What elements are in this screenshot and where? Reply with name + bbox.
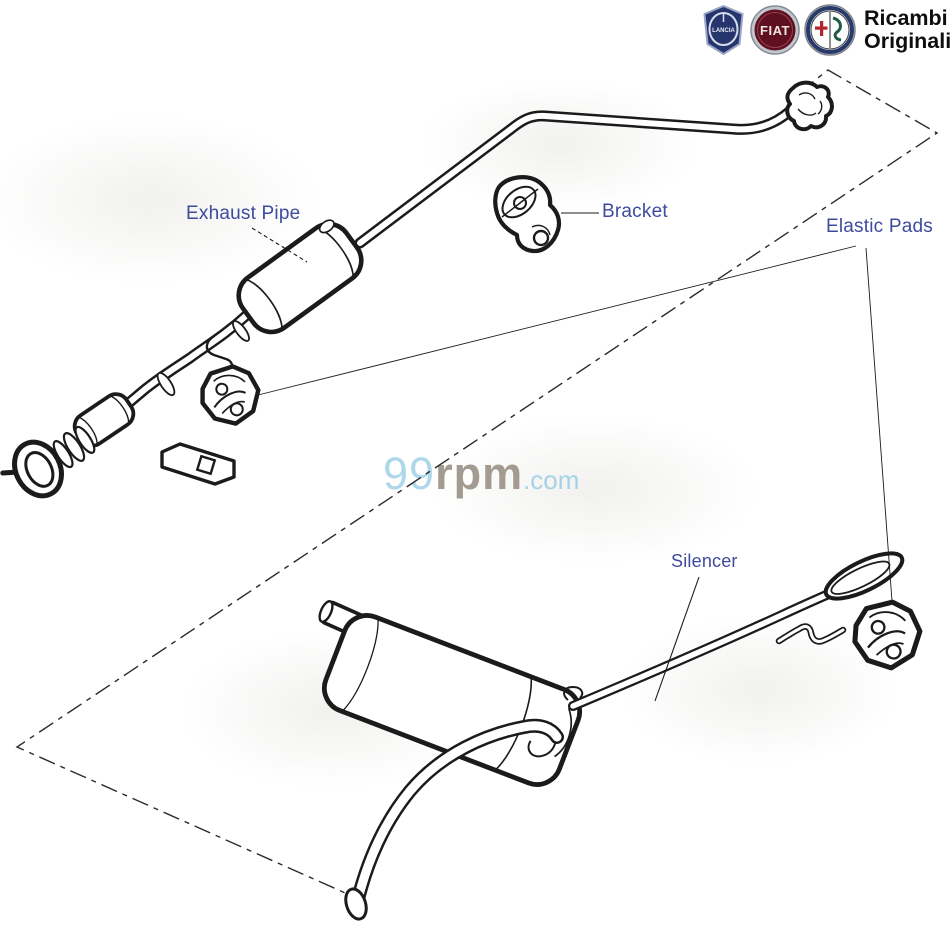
leader-lines: [251, 212, 893, 702]
exhaust-pipe-leader: [251, 227, 308, 263]
front-flange: [0, 439, 64, 499]
watermark-suffix: .com: [523, 465, 580, 495]
elastic-pads-label: Elastic Pads: [826, 216, 933, 237]
brand-header: LANCIA FIAT Ricambi Originali: [701, 3, 950, 57]
connection-dash-line: [15, 69, 939, 897]
brand-title-line2: Originali: [864, 29, 950, 53]
rear-flange: [785, 80, 834, 132]
elastic-pads-leader-upper: [257, 245, 857, 396]
lancia-logo-text: LANCIA: [712, 28, 735, 34]
fiat-logo-text: FIAT: [760, 23, 790, 38]
bracket-label: Bracket: [602, 201, 668, 222]
brand-title: Ricambi Originali: [864, 7, 950, 53]
elastic-pads-leader-lower: [865, 247, 893, 602]
resonator: [236, 219, 364, 335]
lancia-logo: LANCIA: [703, 5, 744, 55]
flex-rings: [52, 425, 96, 469]
bracket-drawing: [493, 175, 562, 254]
elastic-pad-upper: [198, 363, 262, 427]
watermark-middle: rpm: [435, 448, 524, 499]
silencer-drawing: [318, 551, 922, 921]
silencer-leader: [654, 576, 700, 702]
alfa-romeo-logo: [804, 4, 856, 56]
silencer-label: Silencer: [671, 551, 738, 571]
brand-title-line1: Ricambi: [864, 6, 948, 30]
exhaust-pipe-label: Exhaust Pipe: [186, 203, 301, 224]
fiat-logo: FIAT: [750, 5, 800, 55]
elastic-pad-lower: [852, 600, 922, 670]
tail-pipe-tip: [823, 551, 905, 601]
exhaust-pipe-drawing: [0, 80, 834, 499]
